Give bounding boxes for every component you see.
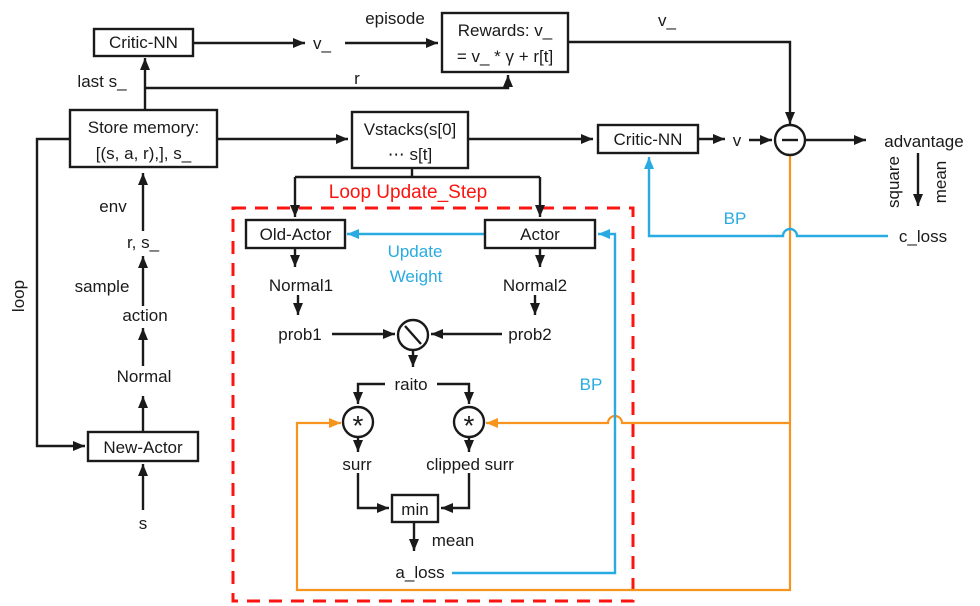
label-loop-update-step: Loop Update_Step [329, 182, 487, 203]
multiply-left-glyph: * [353, 410, 364, 441]
store-memory-label-line1: Store memory: [88, 118, 199, 137]
label-sample: sample [75, 277, 130, 296]
critic-nn-left-label: Critic-NN [109, 33, 178, 52]
actor-label: Actor [520, 225, 560, 244]
process-boxes: Critic-NN Rewards: v_ = v_ * γ + r[t] St… [68, 11, 700, 524]
label-last-s: last s_ [77, 72, 127, 91]
vstacks-label-line1: Vstacks(s[0] [364, 120, 457, 139]
store-memory-box [68, 108, 219, 169]
label-bp-actor: BP [580, 375, 603, 394]
edge-raito-to-mult-left [353, 382, 385, 404]
loop-update-step-region [231, 206, 635, 603]
multiply-right-icon [452, 405, 486, 439]
edge-raito-to-mult-right [437, 382, 474, 404]
store-memory-label-line2: [(s, a, r),], s_ [96, 144, 192, 163]
label-prob1: prob1 [278, 325, 321, 344]
label-r: r [354, 69, 360, 88]
label-env: env [99, 197, 127, 216]
rewards-label-line1: Rewards: v_ [458, 21, 553, 40]
label-v: v [733, 131, 742, 150]
min-label: min [401, 500, 428, 519]
critic-nn-right-box [596, 123, 700, 155]
black-edges [35, 38, 923, 551]
label-c-loss: c_loss [899, 227, 947, 246]
label-v-top: v_ [658, 11, 677, 30]
rewards-box [440, 11, 570, 74]
edge-closs-bp-to-criticnn [644, 157, 888, 238]
label-weight: Weight [390, 267, 443, 286]
edge-rewards-to-minus [568, 40, 795, 124]
label-clipped-surr: clipped surr [426, 455, 514, 474]
label-a-loss: a_loss [395, 563, 444, 582]
edge-surr-to-min [356, 473, 389, 513]
label-s: s [139, 514, 148, 533]
label-normal1: Normal1 [269, 276, 333, 295]
edge-aloss-bp-to-actor [452, 229, 617, 575]
label-square: square [884, 156, 903, 208]
critic-nn-left-box [92, 27, 195, 58]
cyan-edges [347, 157, 888, 575]
critic-nn-right-label: Critic-NN [614, 130, 683, 149]
colored-annotations: Loop Update_Step Update Weight BP BP [329, 182, 747, 394]
label-mean: mean [432, 531, 475, 550]
label-mean-vertical: mean [931, 161, 950, 204]
edge-advantage-to-mult-left-orange [295, 155, 792, 592]
vstacks-box [350, 110, 470, 170]
label-action: action [122, 306, 167, 325]
label-episode: episode [365, 9, 425, 28]
operator-nodes: * * [341, 123, 807, 441]
edge-r-to-rewards [145, 75, 513, 90]
new-actor-label: New-Actor [103, 438, 183, 457]
label-prob2: prob2 [508, 325, 551, 344]
label-surr: surr [342, 455, 372, 474]
old-actor-box [244, 218, 347, 250]
min-box [390, 493, 440, 524]
multiply-right-glyph: * [464, 410, 475, 441]
multiply-left-icon [341, 405, 375, 439]
label-advantage: advantage [884, 132, 963, 151]
label-loop: loop [9, 280, 28, 312]
label-update: Update [388, 242, 443, 261]
edge-labels: episode v_ v_ r last s_ loop env r, s_ s… [9, 9, 964, 582]
old-actor-label: Old-Actor [260, 225, 332, 244]
actor-box [483, 218, 597, 250]
new-actor-box [86, 430, 200, 463]
edge-advantage-to-mult-right-orange [486, 414, 790, 428]
label-v-out: v_ [313, 34, 332, 53]
label-raito: raito [394, 375, 427, 394]
edge-clippedsurr-to-min [441, 473, 471, 513]
divide-glyph [404, 325, 422, 345]
label-bp-critic: BP [724, 209, 747, 228]
edge-loop-to-newactor [35, 137, 85, 451]
label-normal: Normal [117, 367, 172, 386]
rewards-label-line2: = v_ * γ + r[t] [457, 47, 553, 66]
label-r-s: r, s_ [127, 233, 160, 252]
vstacks-label-line2: ⋯ s[t] [388, 145, 432, 164]
label-normal2: Normal2 [503, 276, 567, 295]
